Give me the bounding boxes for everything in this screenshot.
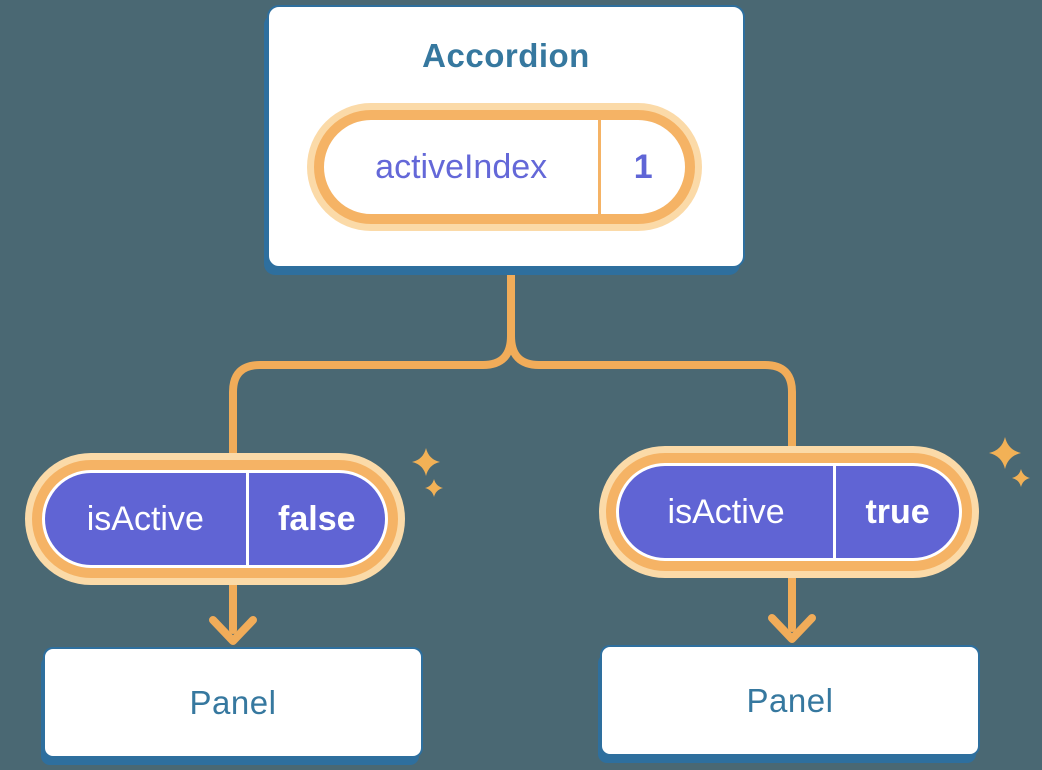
state-pill-label: activeIndex <box>324 120 602 214</box>
panel-card-right: Panel <box>600 645 980 756</box>
prop-pill-body: isActive true <box>619 466 959 558</box>
prop-pill-ring: isActive false <box>32 460 398 578</box>
state-pill-value: 1 <box>633 147 653 186</box>
arrowhead-left-icon <box>209 616 257 645</box>
prop-pill-value: true <box>865 492 930 531</box>
sparkle-icon <box>989 437 1021 469</box>
prop-pill-label: isActive <box>619 466 837 558</box>
panel-title: Panel <box>746 681 834 719</box>
prop-pill-label: isActive <box>45 473 249 565</box>
wire-right-branch <box>507 266 796 632</box>
arrowhead-right-icon <box>768 614 816 643</box>
sparkle-icon <box>425 479 443 497</box>
prop-pill-ring: isActive true <box>606 453 972 571</box>
state-pill-ring: activeIndex 1 <box>314 110 695 224</box>
panel-card-left: Panel <box>43 647 423 758</box>
sparkle-icon <box>1012 469 1030 487</box>
prop-pill-right: isActive true <box>599 446 979 578</box>
sparkle-icon <box>412 448 440 476</box>
prop-pill-value: false <box>278 499 356 538</box>
panel-title: Panel <box>189 683 277 721</box>
state-pill: activeIndex 1 <box>307 103 702 231</box>
accordion-title: Accordion <box>422 37 590 74</box>
prop-pill-left: isActive false <box>25 453 405 585</box>
prop-pill-body: isActive false <box>45 473 385 565</box>
